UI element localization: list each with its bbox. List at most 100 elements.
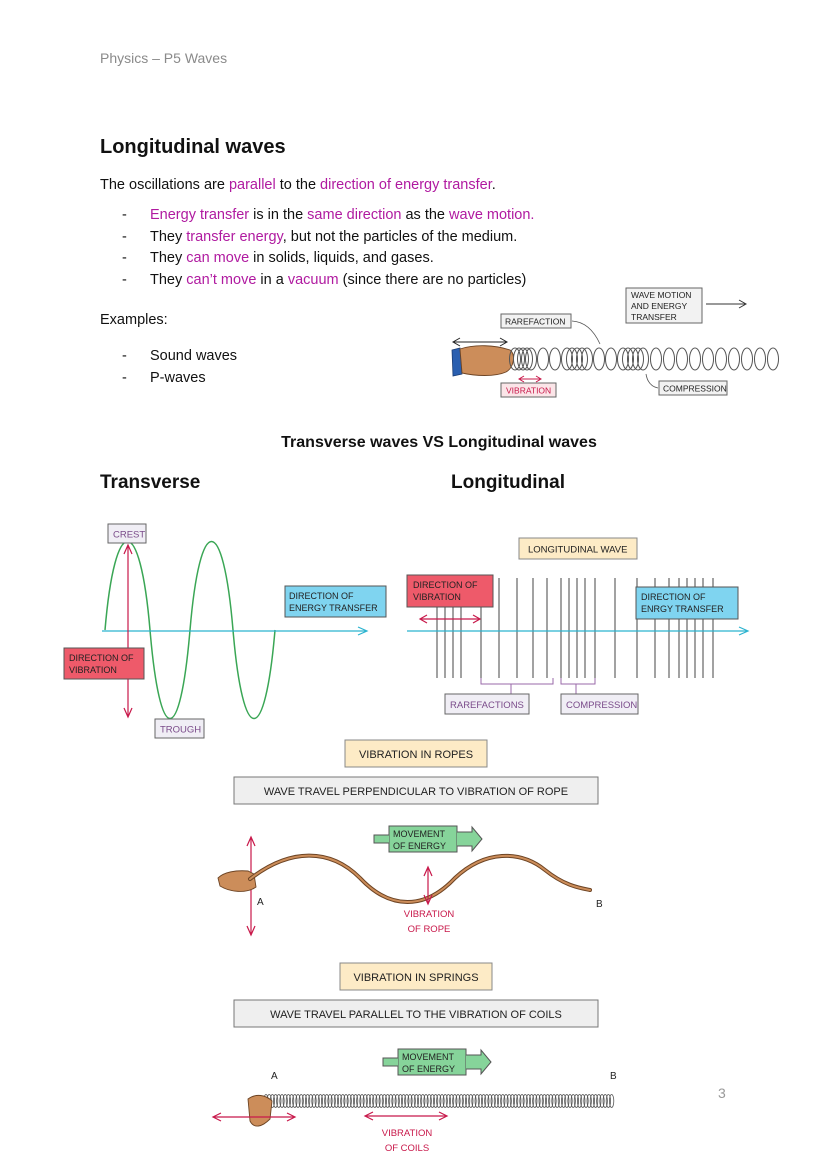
coil-loop bbox=[285, 1094, 292, 1108]
bullet-dash: - bbox=[122, 369, 127, 386]
bullet-dash: - bbox=[122, 228, 127, 245]
coil-loop bbox=[279, 1094, 285, 1108]
coil-loop bbox=[439, 1094, 445, 1108]
rope-vibration-label: OF ROPE bbox=[408, 924, 451, 935]
coil-loop bbox=[517, 347, 529, 371]
coil-loop bbox=[548, 1094, 554, 1108]
coil-loop bbox=[340, 1094, 346, 1108]
pointer-line bbox=[571, 320, 601, 345]
rope-title-box bbox=[344, 739, 488, 768]
movement-arrow-icon bbox=[466, 1048, 492, 1076]
springs-title: VIBRATION IN SPRINGS bbox=[353, 972, 478, 984]
coil-loop bbox=[537, 347, 549, 371]
coil-loop bbox=[490, 1094, 496, 1108]
springs-caption: WAVE TRAVEL PARALLEL TO THE VIBRATION OF… bbox=[270, 1009, 562, 1021]
springs-caption-box bbox=[233, 999, 599, 1028]
coil-loop bbox=[576, 347, 588, 371]
coil-loop bbox=[317, 1094, 324, 1108]
coil-loop bbox=[516, 1094, 522, 1108]
spring-coils bbox=[509, 347, 779, 371]
rarefactions-box bbox=[444, 693, 530, 715]
coil-loop bbox=[353, 1094, 359, 1108]
coil-loop bbox=[289, 1094, 295, 1108]
movement-tail bbox=[373, 834, 389, 844]
compression-box bbox=[560, 693, 639, 715]
direction-energy-box bbox=[284, 585, 387, 618]
coil-loop bbox=[525, 347, 537, 371]
coil-loop bbox=[324, 1094, 330, 1108]
arrowhead-icon bbox=[451, 337, 509, 347]
body-text: in a bbox=[256, 271, 288, 288]
movement-tail bbox=[382, 1057, 398, 1067]
coil-loop bbox=[541, 1094, 547, 1108]
coil-loop bbox=[767, 347, 779, 371]
wave-motion-label: WAVE MOTION bbox=[631, 290, 691, 300]
rope-curve-fill bbox=[249, 854, 591, 903]
body-text: in solids, liquids, and gases. bbox=[249, 250, 434, 266]
list-item: -Sound waves bbox=[122, 346, 237, 368]
coil-loop bbox=[560, 1094, 567, 1108]
coil-loop bbox=[528, 1094, 535, 1108]
coil-loop bbox=[493, 1094, 499, 1108]
arrowhead-icon bbox=[418, 614, 482, 624]
coil-loop bbox=[532, 1094, 538, 1108]
coil-loop bbox=[385, 1094, 391, 1108]
coil-loop bbox=[436, 1094, 442, 1108]
coil-loop bbox=[535, 1094, 541, 1108]
highlight-text: can move bbox=[186, 250, 250, 266]
point-b-label: B bbox=[610, 1071, 617, 1082]
body-text: as the bbox=[401, 207, 450, 223]
intro-paragraph: The oscillations are parallel to the dir… bbox=[100, 177, 496, 193]
coil-loop bbox=[369, 1094, 375, 1108]
coil-loop bbox=[605, 1094, 611, 1108]
coil-loop bbox=[576, 1094, 583, 1108]
arrowhead-icon bbox=[123, 543, 133, 719]
coil-loop bbox=[381, 1094, 387, 1108]
point-a-label: A bbox=[257, 897, 264, 908]
coil-loop bbox=[388, 1094, 394, 1108]
coil-loop bbox=[391, 1094, 397, 1108]
list-item: -They can’t move in a vacuum (since ther… bbox=[122, 270, 534, 292]
example-text: Sound waves bbox=[150, 348, 238, 364]
hand-icon bbox=[247, 1094, 273, 1127]
direction-vibration-label: DIRECTION OF bbox=[69, 653, 134, 663]
comparison-title: Transverse waves VS Longitudinal waves bbox=[281, 434, 597, 451]
coil-loop bbox=[311, 1094, 317, 1108]
coil-loop bbox=[519, 1094, 525, 1108]
coil-loop bbox=[599, 1094, 605, 1108]
trough-box bbox=[154, 718, 205, 739]
movement-energy-label: OF ENERGY bbox=[402, 1064, 455, 1074]
vibration-label: VIBRATION bbox=[506, 386, 551, 396]
coil-loop bbox=[522, 1094, 528, 1108]
coil-loop bbox=[586, 1094, 592, 1108]
coil-loop bbox=[754, 347, 766, 371]
coil-loop bbox=[298, 1094, 304, 1108]
rarefaction-box bbox=[500, 313, 572, 329]
coil-loop bbox=[566, 347, 578, 371]
spring-hand-diagram: WAVE MOTION AND ENERGY TRANSFER RAREFACT… bbox=[451, 287, 779, 398]
coil-loop bbox=[627, 347, 639, 371]
coil-loop bbox=[337, 1094, 343, 1108]
coil-loop bbox=[401, 1094, 407, 1108]
longitudinal-wave-diagram: LONGITUDINAL WAVE DIRECTION OF VIBRATION… bbox=[406, 537, 750, 715]
coil-loop bbox=[468, 1094, 474, 1108]
page-number: 3 bbox=[718, 1085, 726, 1101]
coil-loop bbox=[474, 1094, 480, 1108]
trough-label: TROUGH bbox=[160, 725, 201, 736]
coil-loop bbox=[622, 347, 634, 371]
coil-loop bbox=[471, 1094, 477, 1108]
highlight-text: same direction bbox=[307, 207, 402, 223]
coil-loop bbox=[570, 1094, 576, 1108]
coil-loop bbox=[480, 1094, 487, 1108]
crest-label: CREST bbox=[113, 530, 145, 541]
list-item: -They can move in solids, liquids, and g… bbox=[122, 248, 534, 270]
highlight-text: vacuum bbox=[287, 271, 339, 288]
coil-loop bbox=[276, 1094, 282, 1108]
longitudinal-title-box bbox=[518, 537, 638, 560]
coil-loop bbox=[564, 1094, 570, 1108]
coil-loop bbox=[592, 1094, 599, 1108]
rope-curve bbox=[248, 853, 592, 904]
hand-icon bbox=[459, 345, 514, 376]
compression-bracket bbox=[560, 678, 596, 685]
body-text: They bbox=[150, 228, 187, 245]
